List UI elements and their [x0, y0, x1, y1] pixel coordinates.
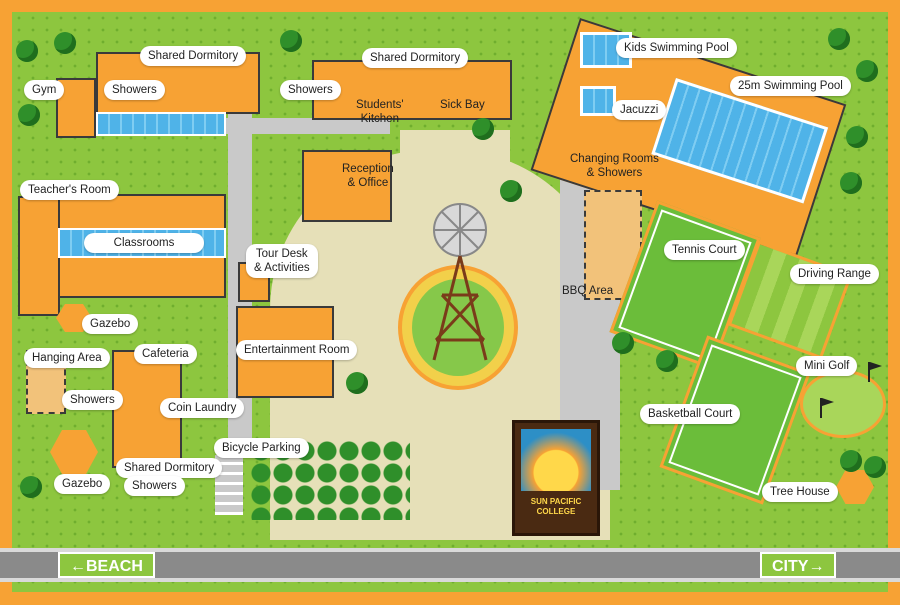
tree — [472, 118, 494, 140]
windmill-fountain — [398, 265, 518, 390]
college-logo-text: SUN PACIFIC COLLEGE — [530, 497, 582, 516]
label-bbq-area[interactable]: BBQ Area — [562, 285, 614, 297]
tree — [856, 60, 878, 82]
jacuzzi-pool — [580, 86, 616, 116]
entrance-path — [400, 130, 510, 190]
tree — [18, 104, 40, 126]
label-tour-desk[interactable]: Tour Desk & Activities — [246, 244, 318, 278]
beach-sign[interactable]: ←BEACH — [58, 552, 155, 578]
tree — [846, 126, 868, 148]
windmill-icon — [432, 203, 488, 361]
label-gazebo-2[interactable]: Gazebo — [54, 474, 111, 494]
tree — [864, 456, 886, 478]
label-showers-3[interactable]: Showers — [62, 390, 123, 410]
teachers-room-building — [18, 196, 60, 316]
tree — [16, 40, 38, 62]
dormitory-1-patio — [96, 112, 226, 136]
tree — [346, 372, 368, 394]
label-teachers-room[interactable]: Teacher's Room — [20, 180, 119, 200]
label-driving-range[interactable]: Driving Range — [790, 264, 879, 284]
tree — [54, 32, 76, 54]
label-shared-dormitory-1[interactable]: Shared Dormitory — [140, 46, 247, 66]
city-sign[interactable]: CITY→ — [760, 552, 837, 578]
label-showers-1[interactable]: Showers — [104, 80, 165, 100]
tree — [840, 450, 862, 472]
label-tennis-court[interactable]: Tennis Court — [664, 240, 745, 260]
label-gym[interactable]: Gym — [24, 80, 65, 100]
label-gazebo-1[interactable]: Gazebo — [82, 314, 139, 334]
tree — [20, 476, 42, 498]
label-entertainment-room[interactable]: Entertainment Room — [236, 340, 358, 360]
shared-dormitory-2-building — [312, 60, 512, 120]
label-mini-golf[interactable]: Mini Golf — [796, 356, 858, 376]
tree — [840, 172, 862, 194]
gazebo-2-shape — [50, 430, 98, 474]
golf-flag-icon-2 — [868, 362, 882, 382]
label-cafeteria[interactable]: Cafeteria — [134, 344, 197, 364]
label-kids-pool[interactable]: Kids Swimming Pool — [616, 38, 737, 58]
label-25m-pool[interactable]: 25m Swimming Pool — [730, 76, 851, 96]
label-reception[interactable]: Reception & Office — [342, 163, 394, 189]
label-shared-dormitory-2[interactable]: Shared Dormitory — [362, 48, 469, 68]
label-shared-dormitory-3[interactable]: Shared Dormitory — [116, 458, 223, 478]
label-changing-rooms[interactable]: Changing Rooms & Showers — [570, 153, 659, 179]
reception-building — [302, 150, 392, 222]
label-classrooms[interactable]: Classrooms — [84, 233, 204, 253]
tree — [280, 30, 302, 52]
label-sick-bay[interactable]: Sick Bay — [440, 99, 485, 111]
tree — [500, 180, 522, 202]
label-tree-house[interactable]: Tree House — [762, 482, 838, 502]
label-bicycle-parking[interactable]: Bicycle Parking — [214, 438, 309, 458]
tree — [828, 28, 850, 50]
tree — [612, 332, 634, 354]
golf-flag-icon — [820, 398, 834, 418]
label-coin-laundry[interactable]: Coin Laundry — [160, 398, 245, 418]
tree — [656, 350, 678, 372]
label-showers-2[interactable]: Showers — [280, 80, 341, 100]
label-showers-4[interactable]: Showers — [124, 476, 185, 496]
college-sign: SUN PACIFIC COLLEGE — [512, 420, 600, 536]
label-basketball-court[interactable]: Basketball Court — [640, 404, 741, 424]
label-students-kitchen[interactable]: Students' Kitchen — [356, 99, 404, 125]
label-jacuzzi[interactable]: Jacuzzi — [612, 100, 667, 120]
label-hanging-area[interactable]: Hanging Area — [24, 348, 110, 368]
